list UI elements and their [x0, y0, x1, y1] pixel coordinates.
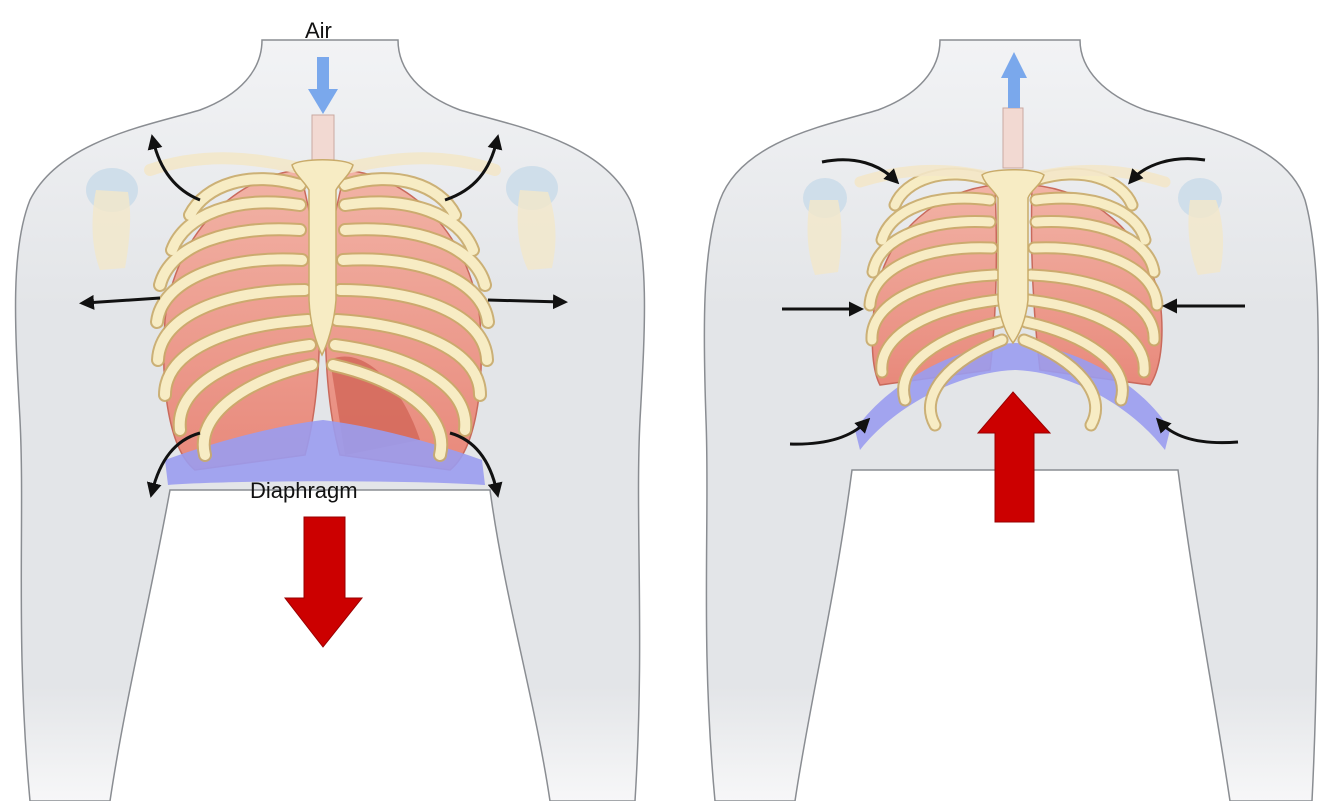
air-label: Air	[305, 18, 332, 43]
diaphragm-down-arrow	[285, 517, 362, 647]
exhalation-panel	[704, 40, 1318, 801]
trachea	[312, 115, 334, 160]
inhalation-panel: Air Diaphragm	[16, 18, 645, 801]
diaphragm-label: Diaphragm	[250, 478, 358, 503]
arrow-out-right	[488, 300, 562, 302]
trachea	[1003, 108, 1023, 168]
